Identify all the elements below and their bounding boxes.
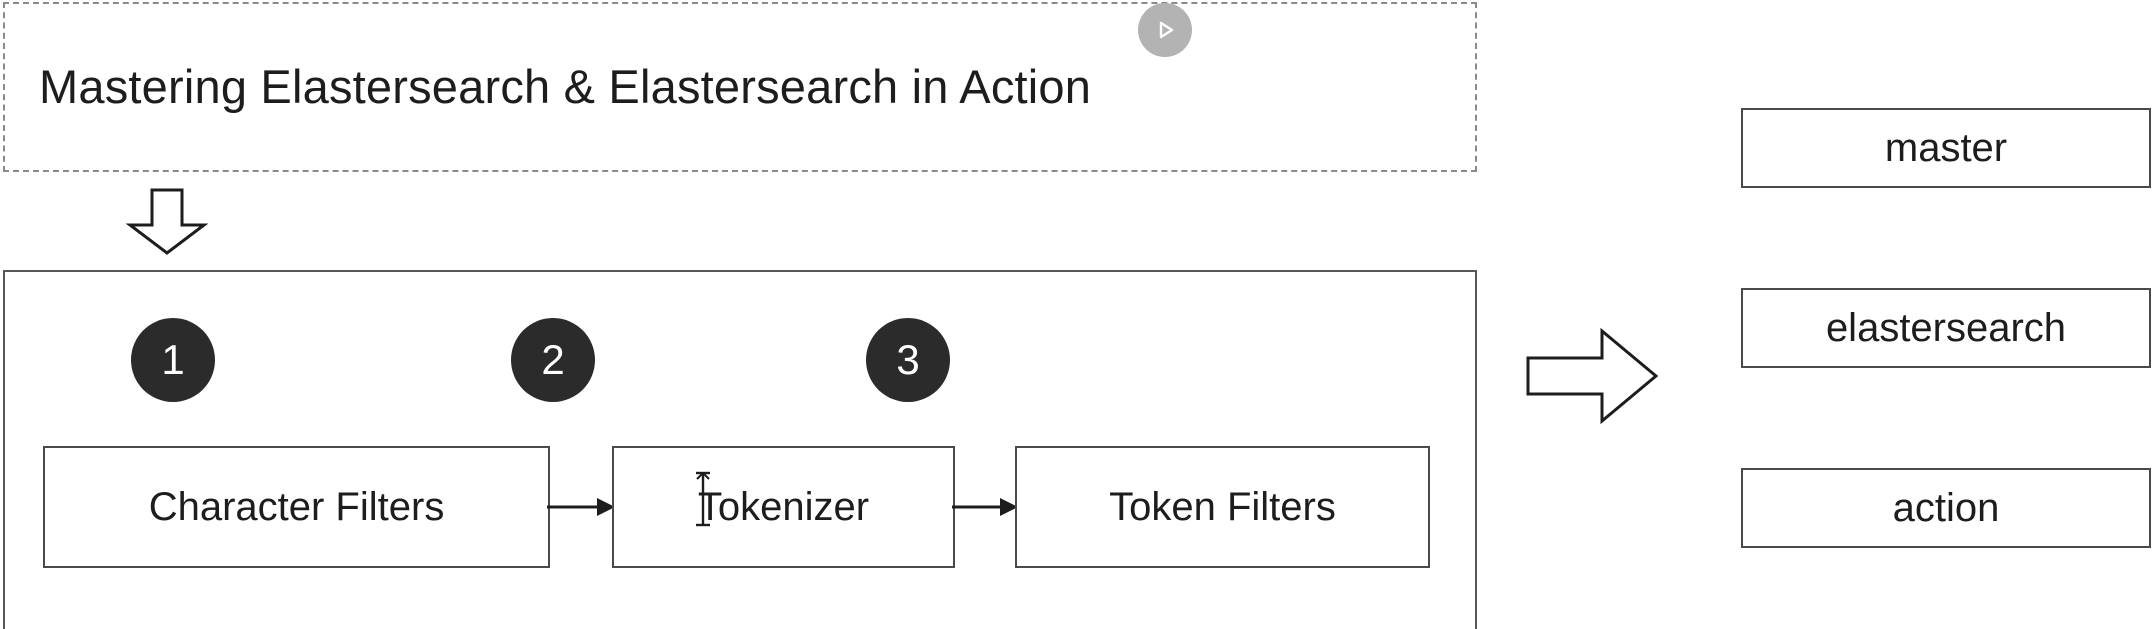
title-box: Mastering Elastersearch & Elastersearch … (3, 2, 1477, 172)
token-box-action[interactable]: action (1741, 468, 2151, 548)
stage-label-character-filters: Character Filters (148, 484, 445, 529)
page-title: Mastering Elastersearch & Elastersearch … (39, 59, 1092, 113)
token-box-elastersearch[interactable]: elastersearch (1741, 288, 2151, 368)
text-ibeam-cursor-icon (692, 469, 714, 529)
stage-label-tokenizer: Tokenizer (697, 484, 870, 529)
token-label-action: action (1892, 485, 2000, 530)
step-badge-3: 3 (866, 318, 950, 402)
connector-arrow-2 (952, 495, 1020, 519)
play-triangle-icon (1152, 17, 1178, 43)
play-button-overlay[interactable] (1138, 3, 1192, 57)
step-badge-2: 2 (511, 318, 595, 402)
arrow-down-outline-icon (125, 188, 209, 256)
step-number-3: 3 (896, 336, 920, 383)
stage-box-character-filters[interactable]: Character Filters (43, 446, 550, 568)
token-box-master[interactable]: master (1741, 108, 2151, 188)
analyzer-pipeline-panel: 1 2 3 Character Filters (3, 270, 1477, 629)
step-number-1: 1 (161, 336, 185, 383)
arrow-right-block-outline-icon (1526, 327, 1659, 425)
stage-box-tokenizer[interactable]: Tokenizer (612, 446, 955, 568)
stage-label-token-filters: Token Filters (1109, 484, 1336, 529)
stage-box-token-filters[interactable]: Token Filters (1015, 446, 1430, 568)
token-label-master: master (1884, 125, 2008, 170)
step-number-2: 2 (541, 336, 565, 383)
token-label-elastersearch: elastersearch (1825, 305, 2067, 350)
connector-arrow-1 (547, 495, 617, 519)
step-badge-1: 1 (131, 318, 215, 402)
